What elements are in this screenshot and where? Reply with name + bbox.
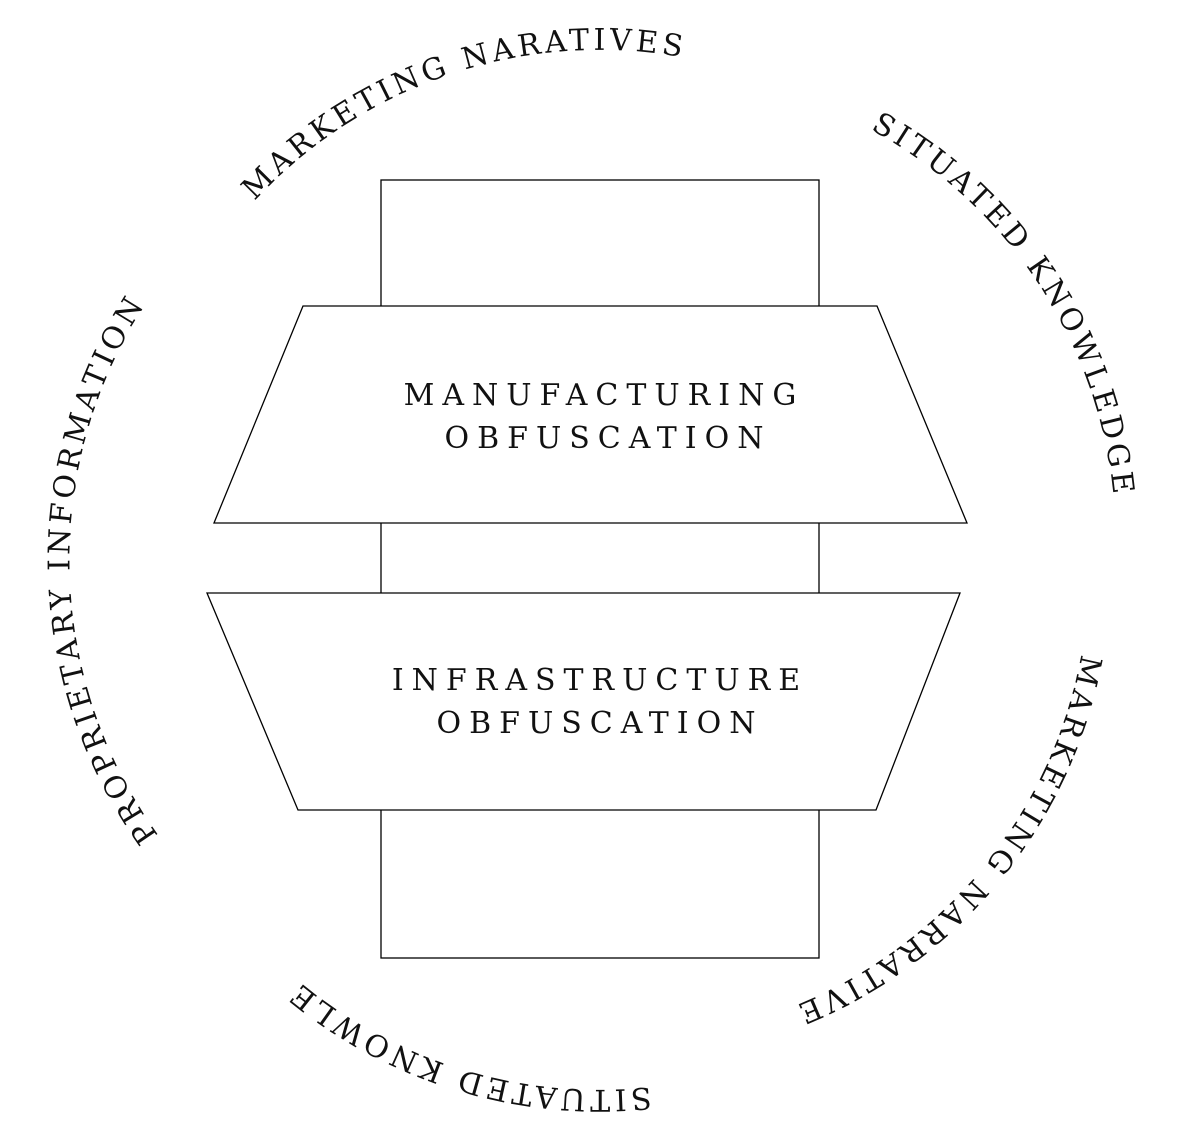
ring-label-bottom: SITUATED KNOWLE (281, 974, 653, 1117)
lower-trapezoid (206, 592, 961, 811)
ring-label-left: PROPRIETARY INFORMATION (42, 288, 165, 851)
ring-label-left-text: PROPRIETARY INFORMATION (42, 288, 161, 851)
upper-trapezoid (213, 305, 968, 524)
lower-trapezoid-line1: INFRASTRUCTURE (392, 663, 808, 698)
lower-trapezoid-line2: OBFUSCATION (437, 706, 764, 741)
ring-label-top: MARKETING NARATIVES (235, 23, 689, 207)
upper-trapezoid-line2: OBFUSCATION (445, 421, 772, 456)
ring-label-bottom-text: SITUATED KNOWLE (281, 974, 649, 1117)
ring-label-top-text: MARKETING NARATIVES (235, 23, 685, 207)
central-column (380, 179, 820, 959)
upper-trapezoid-line1: MANUFACTURING (404, 378, 805, 413)
